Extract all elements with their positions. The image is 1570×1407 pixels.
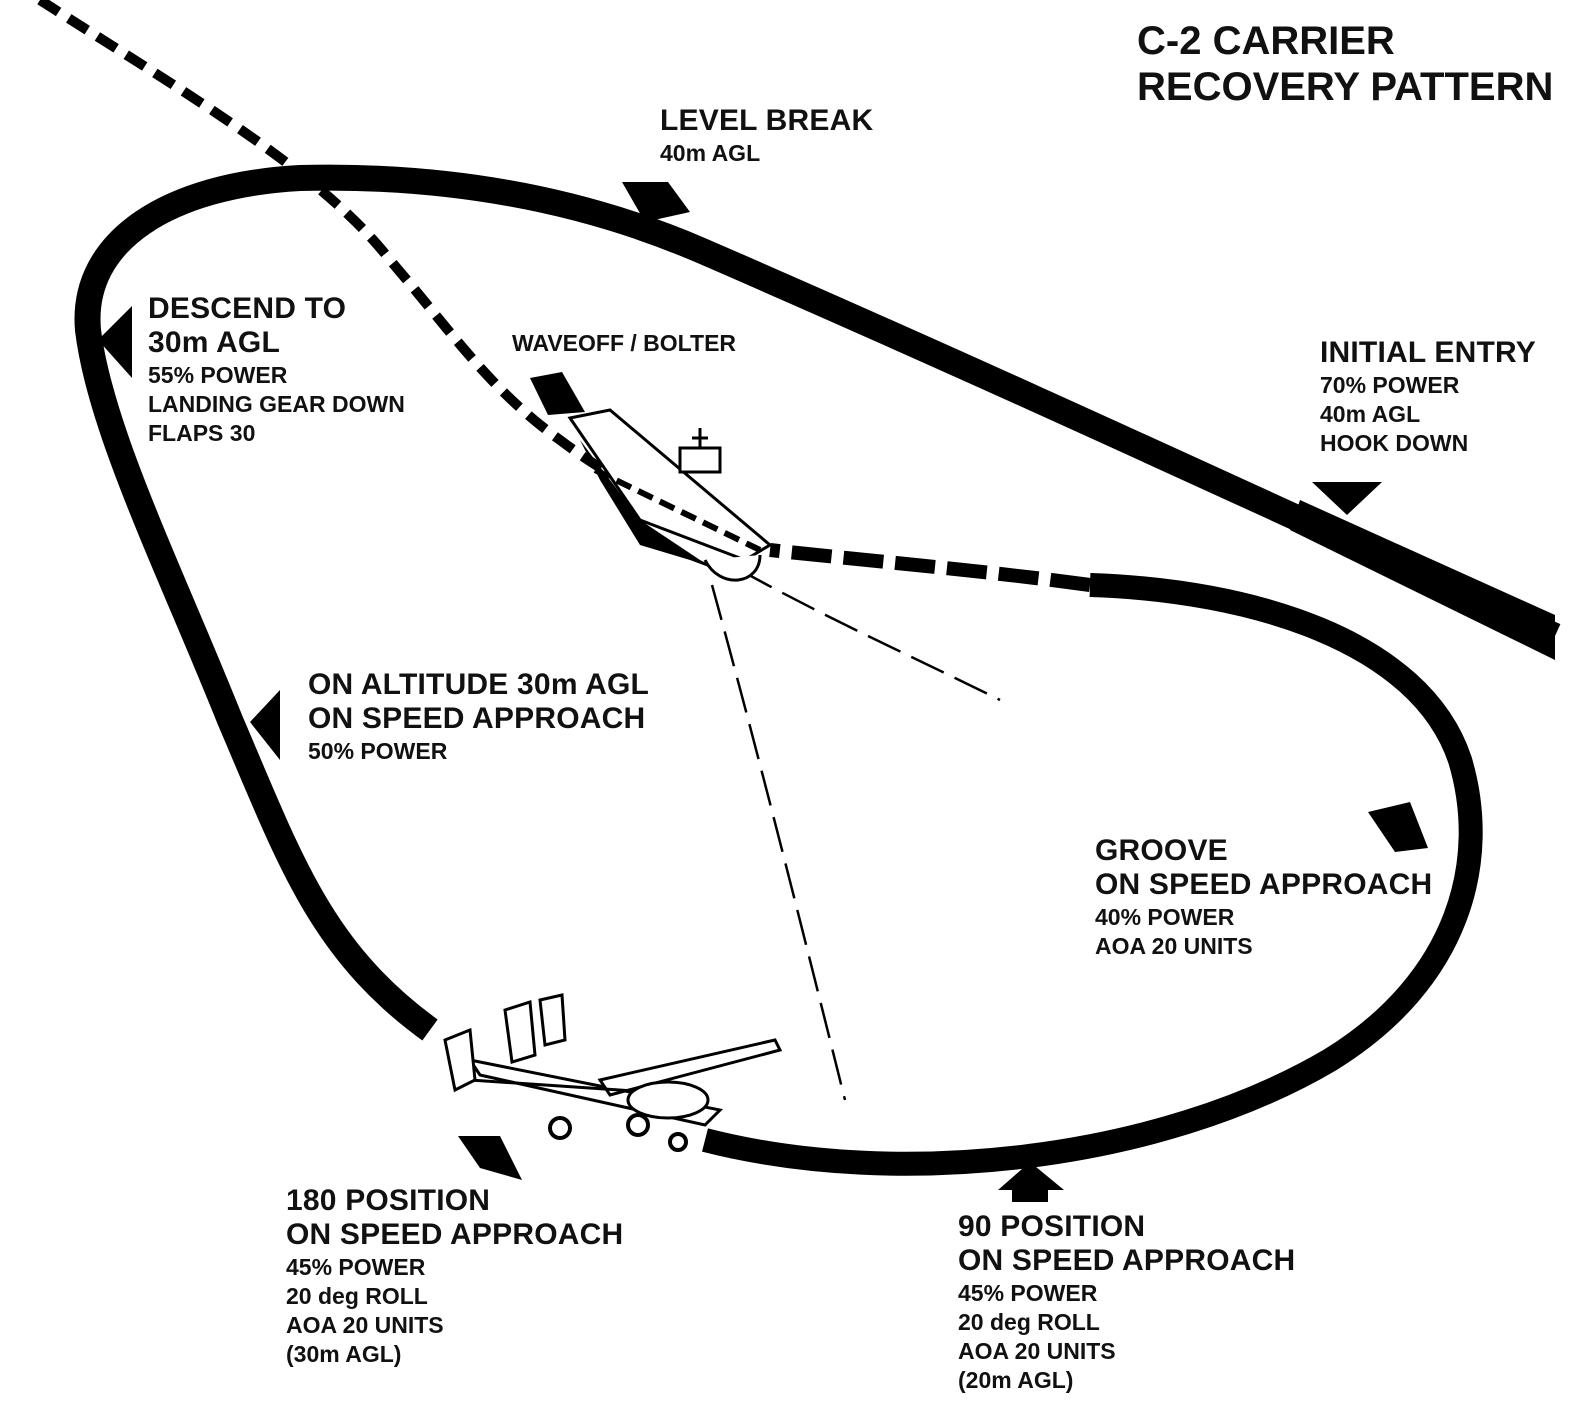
title-line-2: RECOVERY PATTERN — [1137, 65, 1554, 109]
pos180-power: 45% POWER — [286, 1254, 426, 1280]
title-line-1: C-2 CARRIER — [1137, 19, 1395, 63]
pattern-track-return — [702, 573, 1483, 1176]
level-break-arrow-icon — [622, 182, 690, 222]
initial-entry-altitude: 40m AGL — [1320, 401, 1421, 427]
groove-power: 40% POWER — [1095, 904, 1235, 930]
label-90-position: 90 POSITION ON SPEED APPROACH 45% POWER … — [958, 1212, 1295, 1392]
pos90-altitude: (20m AGL) — [958, 1367, 1074, 1393]
pattern-track — [74, 164, 1561, 1041]
diagram-title: C-2 CARRIER RECOVERY PATTERN — [1137, 18, 1553, 110]
c2-aircraft-icon — [443, 993, 783, 1152]
label-180-position: 180 POSITION ON SPEED APPROACH 45% POWER… — [286, 1186, 623, 1366]
pos90-aoa: AOA 20 UNITS — [958, 1338, 1116, 1364]
groove-arrow-icon — [1368, 802, 1428, 852]
pos90-roll: 20 deg ROLL — [958, 1309, 1100, 1335]
label-initial-entry: INITIAL ENTRY 70% POWER 40m AGL HOOK DOW… — [1320, 338, 1536, 455]
descend-heading: DESCEND TO — [148, 292, 347, 325]
pos180-roll: 20 deg ROLL — [286, 1283, 428, 1309]
label-on-altitude: ON ALTITUDE 30m AGL ON SPEED APPROACH 50… — [308, 670, 649, 763]
label-level-break: LEVEL BREAK 40m AGL — [660, 106, 873, 165]
pos90-arrow-icon — [998, 1162, 1064, 1202]
aircraft-carrier-icon — [567, 408, 773, 582]
pos180-speed: ON SPEED APPROACH — [286, 1218, 624, 1251]
pos90-heading: 90 POSITION — [958, 1210, 1146, 1243]
groove-speed: ON SPEED APPROACH — [1095, 868, 1433, 901]
pos180-arrow-icon — [458, 1136, 522, 1180]
groove-aoa: AOA 20 UNITS — [1095, 933, 1253, 959]
descend-altitude: 30m AGL — [148, 326, 280, 359]
label-groove: GROOVE ON SPEED APPROACH 40% POWER AOA 2… — [1095, 836, 1432, 958]
on-altitude-heading: ON ALTITUDE 30m AGL — [308, 668, 650, 701]
groove-heading: GROOVE — [1095, 834, 1228, 867]
label-descend: DESCEND TO 30m AGL 55% POWER LANDING GEA… — [148, 294, 405, 445]
waveoff-arrow-icon — [530, 372, 585, 415]
descend-flaps: FLAPS 30 — [148, 420, 256, 446]
level-break-altitude: 40m AGL — [660, 140, 761, 166]
on-altitude-power: 50% POWER — [308, 738, 448, 764]
approach-line-2 — [739, 568, 1001, 702]
descend-power: 55% POWER — [148, 362, 288, 388]
approach-line-1 — [710, 584, 847, 1101]
descend-arrow-icon — [98, 306, 132, 378]
label-waveoff: WAVEOFF / BOLTER — [512, 332, 736, 355]
level-break-heading: LEVEL BREAK — [660, 104, 874, 137]
pos180-aoa: AOA 20 UNITS — [286, 1312, 444, 1338]
pos90-speed: ON SPEED APPROACH — [958, 1244, 1296, 1277]
pos90-power: 45% POWER — [958, 1280, 1098, 1306]
waveoff-track — [37, 0, 652, 495]
initial-entry-heading: INITIAL ENTRY — [1320, 336, 1536, 369]
on-altitude-speed: ON SPEED APPROACH — [308, 702, 646, 735]
descend-gear: LANDING GEAR DOWN — [148, 391, 405, 417]
initial-entry-arrow-icon — [1312, 482, 1382, 515]
pos180-altitude: (30m AGL) — [286, 1341, 402, 1367]
initial-entry-hook: HOOK DOWN — [1320, 430, 1469, 456]
pattern-track-entry — [1290, 500, 1555, 660]
on-altitude-arrow-icon — [250, 690, 280, 760]
pos180-heading: 180 POSITION — [286, 1184, 491, 1217]
groove-track — [769, 543, 1091, 592]
initial-entry-power: 70% POWER — [1320, 372, 1460, 398]
waveoff-heading: WAVEOFF / BOLTER — [512, 330, 737, 356]
